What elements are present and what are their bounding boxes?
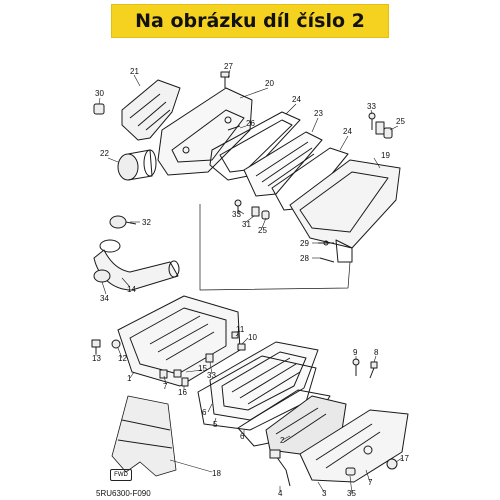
part-5-element [209,341,319,421]
callout-7: 7 [163,382,168,391]
part-23-filter [243,131,323,197]
callout-8: 8 [374,348,379,357]
part-32-clamp [109,215,137,229]
callout-24: 24 [292,95,301,104]
part-33-bolt [368,112,376,130]
part-30-screw [93,103,105,115]
part-27-screw [220,71,230,88]
leader-lines [95,69,403,495]
callout-21: 21 [130,67,139,76]
callout-34: 34 [100,294,109,303]
callout-1: 1 [127,374,132,383]
callout-15: 15 [198,364,207,373]
part-25-grommet-2 [261,210,270,220]
part-8-bolt [369,361,378,379]
callout-33c: 33 [207,371,216,380]
callout-13: 13 [92,354,101,363]
part-15-nut [173,369,182,378]
part-11-screw [231,331,239,339]
callout-35: 35 [347,489,356,498]
callout-10: 10 [248,333,257,342]
part-18-panel [111,395,177,477]
callout-24b: 24 [343,127,352,136]
part-25-grommet [383,127,393,139]
part-16-screw [181,377,189,387]
part-7-bolt [159,369,168,379]
callout-11: 11 [236,325,245,334]
callout-17: 17 [400,454,409,463]
callout-26: 26 [246,119,255,128]
callout-27: 27 [224,62,233,71]
part-26-screw [227,125,241,131]
part-17-knob [386,458,398,470]
callout-18: 18 [212,469,221,478]
callout-frame [199,204,351,291]
callout-16: 16 [178,388,187,397]
title-banner: Na obrázku díl číslo 2 [111,4,389,38]
part-14-intake-tube [93,239,180,291]
callout-7b: 7 [368,478,373,487]
callout-25: 25 [396,117,405,126]
callout-6b: 6 [240,432,245,441]
callout-30: 30 [95,89,104,98]
part-4-bolt [269,449,291,487]
part-35-grommet [345,467,356,476]
part-21-cover [121,79,181,141]
callout-31: 31 [242,220,251,229]
part-20-upper-case [157,87,253,176]
callout-23: 23 [314,109,323,118]
part-3-outer-cover [299,409,409,483]
callout-33b: 33 [232,210,241,219]
callout-33: 33 [367,102,376,111]
forward-arrow-label: FWD [110,469,132,481]
part-31-spring-2 [251,206,260,217]
part-10-grommet [237,343,246,351]
part-9-bolt [352,358,360,376]
part-31-spring [375,121,385,135]
callout-25b: 25 [258,226,267,235]
banner-title: Na obrázku díl číslo 2 [135,10,365,32]
callout-12: 12 [118,354,127,363]
part-19-lower-case [289,159,401,263]
callout-4: 4 [278,489,283,498]
callout-20: 20 [265,79,274,88]
callout-29: 29 [300,239,309,248]
callout-6: 6 [202,408,207,417]
part-12-bolt [111,339,121,349]
part-33-bolt-2 [234,199,242,214]
callout-2: 2 [280,436,285,445]
part-22-duct [117,149,157,181]
part-34-clamp [93,269,111,283]
part-29-clip [318,240,334,246]
diagram-code: 5RU6300-F090 [96,489,151,498]
part-28-pin [319,257,335,263]
callout-32: 32 [142,218,151,227]
callout-28: 28 [300,254,309,263]
callout-9: 9 [353,348,358,357]
part-7-bolt-2 [205,353,214,363]
callout-14: 14 [127,285,136,294]
callout-22: 22 [100,149,109,158]
callout-19: 19 [381,151,390,160]
part-13-screw [91,339,101,354]
callout-5: 5 [213,420,218,429]
callout-3: 3 [322,489,327,498]
